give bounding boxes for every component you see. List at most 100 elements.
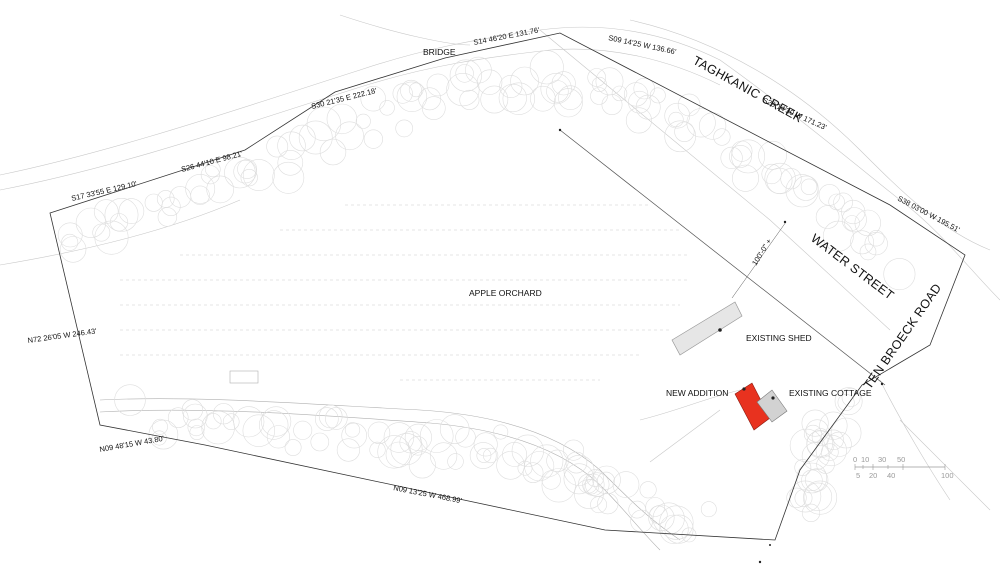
tree-circle [529, 50, 564, 85]
bridge-label: BRIDGE [423, 47, 456, 57]
tree-circle [553, 88, 583, 118]
orchard-label: APPLE ORCHARD [469, 288, 542, 298]
tree-circle [324, 407, 348, 430]
tree-circle [659, 505, 694, 540]
tree-circle [161, 196, 181, 216]
existing-shed [671, 301, 743, 356]
scale-tick-label: 100 [941, 471, 954, 480]
dot-marker-icon [742, 387, 746, 391]
tree-circle [499, 75, 523, 99]
tree-circle [652, 502, 685, 535]
tree-circle [379, 100, 395, 116]
tree-circle [803, 480, 838, 515]
scale-tick-label: 30 [878, 455, 886, 464]
tree-circle [822, 220, 854, 252]
tree-circle [396, 81, 428, 113]
tree-circle [114, 384, 146, 416]
tree-circle [189, 425, 205, 440]
tree-circle [395, 119, 414, 138]
tree-circle [628, 90, 651, 114]
scale-tick-label: 0 [853, 455, 857, 464]
tree-circle [834, 387, 863, 416]
tree-circle [731, 164, 759, 192]
setback-label: 100'-0" + [750, 237, 774, 268]
tree-circle [590, 87, 608, 105]
bearing-label: S26 44'10 E 98.21' [180, 149, 244, 174]
tree-circle [469, 442, 497, 469]
bearing-label: S09 14'25 W 136.66' [608, 33, 678, 56]
tree-circle [818, 184, 841, 206]
tree-circle [430, 442, 458, 470]
tree-circle [419, 419, 454, 453]
tree-circle [360, 85, 386, 112]
tree-circle [837, 393, 855, 411]
tree-circle [826, 431, 852, 457]
tree-circle [625, 107, 652, 134]
tree-circle [61, 233, 79, 251]
scale-tick-label: 20 [869, 471, 877, 480]
bearing-label: S30 21'35 E 222.18' [310, 86, 378, 111]
dot-marker-icon [783, 220, 787, 224]
tree-circle [277, 150, 304, 176]
tree-circle [421, 96, 446, 120]
tree-circle [367, 421, 391, 444]
tree-circle [473, 432, 498, 457]
tree-circle [483, 447, 499, 464]
tree-circle [118, 198, 145, 224]
existing-cottage-building [756, 389, 788, 423]
tree-circle [668, 111, 684, 128]
tree-circle [628, 500, 647, 519]
tree-circle [185, 173, 216, 204]
tree-circle [293, 420, 313, 440]
tree-circle [104, 197, 139, 232]
tree-circle [59, 236, 87, 263]
tree-circle [562, 439, 584, 461]
tree-circle [674, 121, 695, 142]
tree-circle [801, 469, 823, 491]
tree-circle [806, 430, 833, 457]
bearing-label: S17 33'55 E 129.10' [70, 179, 138, 203]
tree-circle [731, 139, 766, 174]
tree-circle [144, 193, 163, 212]
tree-circle [841, 387, 861, 407]
tree-circle [816, 455, 835, 474]
tree-circle [187, 418, 206, 437]
tree-circle [272, 161, 305, 194]
tree-circle [222, 413, 240, 431]
tree-circle [242, 414, 275, 447]
tree-circle [541, 470, 561, 490]
bearing-label: N72 26'05 W 246.43' [27, 326, 98, 345]
scale-bar: 0 10 30 50 5 20 40 100 [853, 455, 954, 480]
tree-circle [731, 140, 753, 162]
tree-circle [841, 199, 866, 225]
tree-circle [841, 207, 867, 233]
tree-circle [237, 159, 258, 179]
tree-circle [597, 471, 615, 490]
tree-circle [758, 140, 788, 170]
tree-circle [426, 73, 450, 97]
tree-circle [92, 223, 111, 242]
tree-circle [546, 449, 569, 472]
tree-circle [592, 465, 621, 495]
tree-circle [447, 453, 464, 470]
tree-circle [789, 428, 824, 463]
tree-circle [677, 93, 701, 117]
tree-circle [558, 85, 583, 110]
tree-circle [794, 489, 813, 508]
dot-marker-icon [880, 382, 884, 386]
tree-circle [864, 232, 888, 256]
shed-label: EXISTING SHED [746, 333, 812, 343]
property-boundary [49, 32, 966, 541]
tree-circle [764, 162, 796, 195]
tree-circle [298, 120, 333, 155]
tree-circle [815, 434, 847, 467]
tree-circle [341, 422, 368, 449]
tree-circle [801, 442, 830, 471]
tree-circle [820, 443, 839, 462]
dot-marker-icon [758, 560, 762, 564]
tree-circle [815, 205, 840, 229]
tree-circle [530, 444, 564, 478]
tree-circle [859, 243, 877, 261]
dot-marker-icon [718, 328, 722, 332]
tree-circle [844, 215, 860, 231]
